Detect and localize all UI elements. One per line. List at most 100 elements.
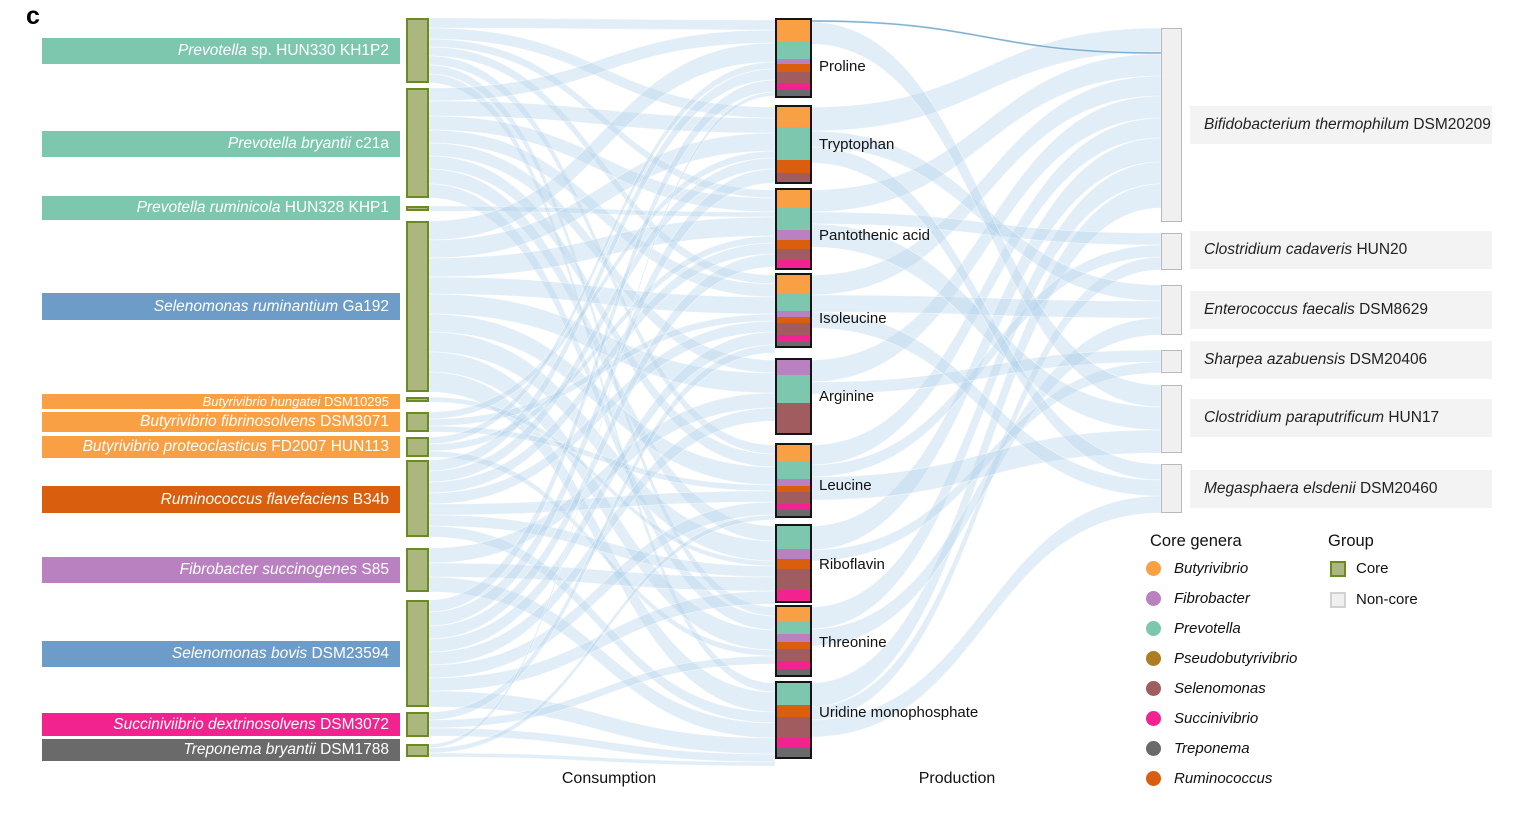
species-strain: FD2007 HUN113 [266, 438, 389, 455]
core-node-prevotella [406, 18, 429, 83]
group-color-swatch [1330, 560, 1346, 577]
consumption-flow [428, 17, 776, 31]
metabolite-bar-arginine [775, 358, 812, 435]
noncore-label-clostridium-cadaveris: Clostridium cadaveris HUN20 [1190, 231, 1492, 269]
core-node-selenomonas-ruminantium [406, 221, 429, 392]
species-name-italic: Clostridium cadaveris [1204, 241, 1353, 258]
panel-letter: c [26, 2, 40, 30]
consumption-flow [428, 514, 776, 754]
group-color-swatch [1330, 591, 1346, 608]
species-name-italic: Butyrivibrio fibrinosolvens [140, 413, 316, 430]
species-name-italic: Treponema bryantii [183, 741, 316, 758]
metabolite-segment-prevotella [777, 375, 810, 403]
metabolite-segment-selenomonas [777, 717, 810, 738]
legend-genus-ruminococcus: Ruminococcus [1146, 770, 1272, 787]
species-label-succiniviibrio-dextrinosolvens: Succiniviibrio dextrinosolvens DSM3072 [42, 713, 400, 736]
legend-group-label: Non-core [1356, 591, 1418, 608]
legend-genus-label: Succinivibrio [1174, 710, 1259, 727]
metabolite-segment-fibrobacter [777, 230, 810, 240]
metabolite-bar-leucine [775, 443, 812, 518]
metabolite-segment-succinivibrio [777, 335, 810, 342]
noncore-node-enterococcus-faecalis [1161, 285, 1182, 335]
legend-genus-label: Pseudobutyrivibrio [1174, 650, 1298, 667]
species-label-butyrivibrio-proteoclasticus: Butyrivibrio proteoclasticus FD2007 HUN1… [42, 436, 400, 458]
metabolite-segment-prevotella [777, 293, 810, 311]
metabolite-segment-treponema [777, 342, 810, 346]
legend-genus-treponema: Treponema [1146, 740, 1250, 757]
legend-genus-prevotella: Prevotella [1146, 620, 1241, 637]
genus-color-swatch [1146, 621, 1161, 636]
noncore-label-megasphaera-elsdenii: Megasphaera elsdenii DSM20460 [1190, 470, 1492, 508]
species-strain: DSM20209 [1409, 116, 1491, 133]
metabolite-segment-ruminococcus [777, 642, 810, 649]
genus-color-swatch [1146, 681, 1161, 696]
noncore-label-enterococcus-faecalis: Enterococcus faecalis DSM8629 [1190, 291, 1492, 329]
metabolite-segment-ruminococcus [777, 559, 810, 569]
core-node-prevotella-bryantii [406, 88, 429, 198]
species-name-italic: Butyrivibrio proteoclasticus [82, 438, 267, 455]
metabolite-label-leucine: Leucine [819, 477, 872, 494]
noncore-node-sharpea-azabuensis [1161, 350, 1182, 373]
core-node-fibrobacter-succinogenes [406, 548, 429, 592]
metabolite-segment-selenomonas [777, 649, 810, 661]
metabolite-label-threonine: Threonine [819, 634, 887, 651]
production-flow [809, 256, 1162, 721]
species-name-italic: Selenomonas bovis [171, 645, 308, 662]
metabolite-segment-selenomonas [777, 173, 810, 182]
legend-genus-label: Ruminococcus [1174, 770, 1273, 787]
species-strain: B34b [348, 490, 389, 508]
species-strain: DSM3071 [315, 413, 389, 430]
noncore-node-bifidobacterium-thermophilum [1161, 28, 1182, 222]
production-flow [809, 361, 1162, 562]
metabolite-segment-ruminococcus [777, 705, 810, 717]
species-name-italic: Succiniviibrio dextrinosolvens [113, 715, 316, 733]
consumption-axis-label: Consumption [561, 770, 657, 787]
metabolite-segment-prevotella [777, 683, 810, 705]
core-node-prevotella-ruminicola [406, 206, 429, 211]
species-strain: HUN328 KHP1 [280, 199, 389, 216]
species-name-italic: Prevotella ruminicola [136, 199, 281, 216]
metabolite-segment-ruminococcus [777, 486, 810, 492]
legend-genus-label: Butyrivibrio [1174, 560, 1249, 577]
metabolite-segment-butyrivibrio [777, 445, 810, 462]
genus-color-swatch [1146, 651, 1161, 666]
legend-genus-label: Prevotella [1174, 620, 1241, 637]
metabolite-bar-isoleucine [775, 273, 812, 348]
species-label-butyrivibrio-fibrinosolvens: Butyrivibrio fibrinosolvens DSM3071 [42, 412, 400, 432]
metabolite-segment-butyrivibrio [777, 190, 810, 208]
species-name-italic: Megasphaera elsdenii [1204, 480, 1356, 497]
metabolite-label-uridine-monophosphate: Uridine monophosphate [819, 704, 979, 721]
metabolite-segment-selenomonas [777, 569, 810, 590]
genus-color-swatch [1146, 711, 1161, 726]
species-name-italic: Prevotella bryantii [227, 135, 352, 152]
core-node-succiniviibrio-dextrinosolvens [406, 712, 429, 737]
metabolite-label-tryptophan: Tryptophan [819, 136, 895, 153]
metabolite-segment-fibrobacter [777, 634, 810, 642]
legend-genus-label: Treponema [1174, 740, 1250, 757]
metabolite-segment-treponema [777, 669, 810, 675]
legend-group-non-core: Non-core [1330, 591, 1418, 608]
metabolite-bar-tryptophan [775, 105, 812, 184]
species-name-italic: Butyrivibrio hungatei [202, 394, 321, 409]
metabolite-segment-succinivibrio [777, 738, 810, 748]
consumption-flow [428, 344, 776, 721]
core-node-butyrivibrio-fibrinosolvens [406, 412, 429, 432]
metabolite-label-pantothenic-acid: Pantothenic acid [819, 227, 930, 244]
species-label-selenomonas-ruminantium: Selenomonas ruminantium Ga192 [42, 293, 400, 320]
metabolite-segment-prevotella [777, 462, 810, 479]
metabolite-segment-butyrivibrio [777, 20, 810, 42]
species-label-prevotella: Prevotella sp. HUN330 KH1P2 [42, 38, 400, 64]
metabolite-bar-riboflavin [775, 524, 812, 603]
metabolite-segment-prevotella [777, 621, 810, 634]
metabolite-segment-treponema [777, 748, 810, 757]
genus-color-swatch [1146, 771, 1161, 786]
core-genera-legend-title: Core genera [1150, 532, 1242, 550]
species-strain: DSM8629 [1354, 301, 1429, 318]
noncore-label-clostridium-paraputrificum: Clostridium paraputrificum HUN17 [1190, 399, 1492, 437]
species-strain: sp. HUN330 KH1P2 [246, 42, 389, 59]
noncore-label-bifidobacterium-thermophilum: Bifidobacterium thermophilum DSM20209 [1190, 106, 1492, 144]
noncore-node-clostridium-cadaveris [1161, 233, 1182, 270]
metabolite-segment-butyrivibrio [777, 275, 810, 293]
metabolite-segment-ruminococcus [777, 160, 810, 173]
